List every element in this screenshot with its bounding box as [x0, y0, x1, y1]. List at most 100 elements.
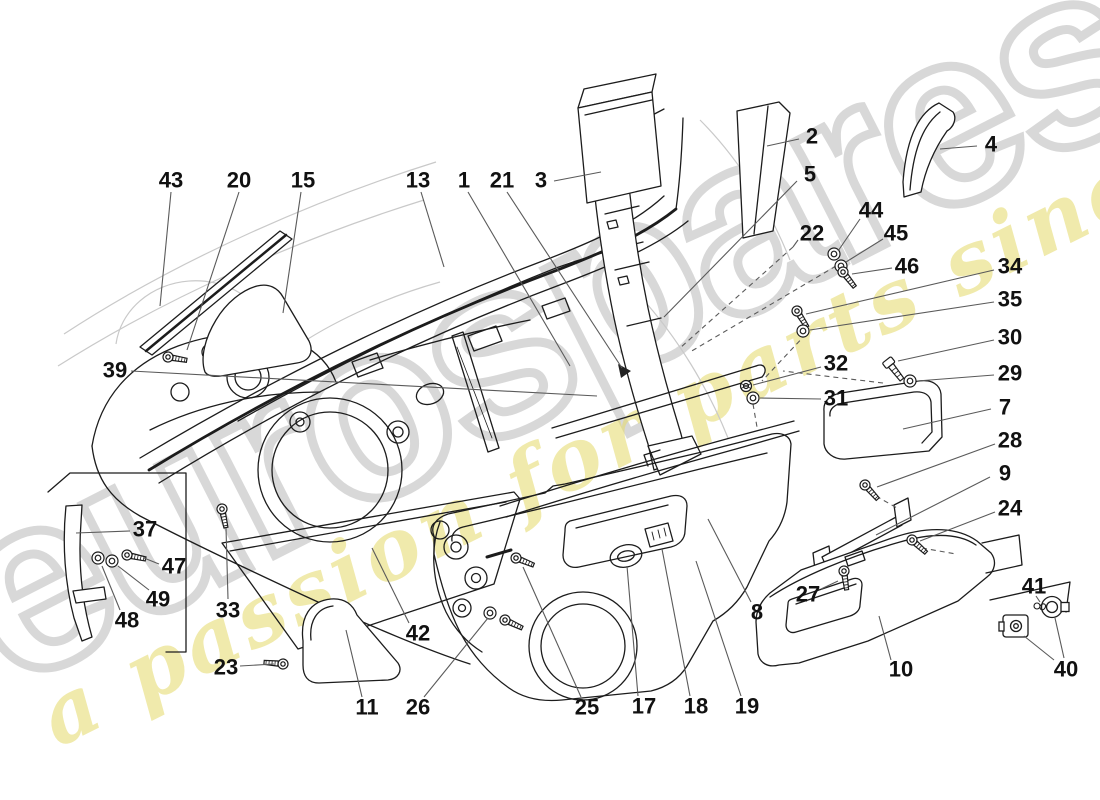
- part-label-39: 39: [103, 358, 127, 383]
- leader-line-2: [766, 138, 800, 147]
- part-label-45: 45: [884, 221, 908, 246]
- leader-line-19: [695, 560, 742, 697]
- leader-line-32: [752, 366, 822, 386]
- part-triangle-trim-11: [301, 598, 401, 684]
- part-label-46: 46: [895, 254, 919, 279]
- part-window-guide-rail-37: [63, 504, 107, 642]
- dashed-link-2: [761, 333, 807, 382]
- part-label-20: 20: [227, 168, 251, 193]
- leader-line-40: [1054, 617, 1065, 659]
- leader-line-4: [939, 145, 978, 150]
- part-a-pillar-strip-43: [139, 230, 293, 356]
- fastener-screw-part-28: [857, 477, 883, 504]
- leader-line-49: [117, 565, 150, 591]
- leader-lines-layer: [75, 138, 1065, 698]
- fastener-nut-part-32: [739, 379, 753, 393]
- fastener-washer-part-35: [796, 324, 810, 338]
- part-label-37: 37: [133, 517, 157, 542]
- dashed-link-0: [679, 246, 794, 349]
- part-seal-pad-3: [577, 73, 662, 204]
- leader-line-41: [1035, 595, 1041, 603]
- part-label-30: 30: [998, 325, 1022, 350]
- part-label-32: 32: [824, 351, 848, 376]
- leader-line-9: [875, 476, 991, 536]
- part-label-31: 31: [824, 386, 848, 411]
- part-label-9: 9: [999, 461, 1011, 486]
- part-door-pocket-7: [823, 379, 943, 460]
- fastener-washer-part-29: [903, 374, 917, 388]
- leader-line-24: [919, 511, 996, 542]
- leader-line-48: [101, 565, 121, 611]
- leader-line-8: [707, 518, 752, 603]
- leader-line-20: [186, 191, 240, 351]
- leader-line-37: [75, 530, 131, 534]
- leader-line-22: [792, 239, 799, 248]
- leader-line-45: [845, 238, 884, 263]
- part-label-13: 13: [406, 168, 430, 193]
- part-label-18: 18: [684, 694, 708, 719]
- part-label-8: 8: [751, 600, 763, 625]
- leader-line-42: [371, 547, 410, 624]
- leader-line-47: [143, 557, 160, 565]
- fastener-screw-part-26: [497, 612, 525, 634]
- leader-line-10: [878, 615, 892, 661]
- fastener-washer-part-49: [105, 554, 119, 568]
- leader-line-7: [902, 408, 992, 430]
- leader-line-3: [553, 171, 602, 182]
- leader-line-39: [130, 370, 598, 397]
- part-pillar-trim-4: [902, 102, 956, 198]
- part-label-2: 2: [806, 124, 818, 149]
- leader-line-21: [506, 191, 623, 369]
- part-label-42: 42: [406, 621, 430, 646]
- dashed-link-1: [689, 265, 837, 353]
- part-label-34: 34: [998, 254, 1023, 279]
- leader-line-27: [820, 580, 839, 590]
- leader-line-18: [661, 548, 691, 697]
- part-label-24: 24: [998, 496, 1023, 521]
- leader-line-17: [626, 565, 639, 697]
- part-label-7: 7: [999, 395, 1011, 420]
- leader-line-33: [225, 527, 229, 600]
- part-label-33: 33: [216, 598, 240, 623]
- part-label-25: 25: [575, 695, 599, 720]
- part-label-29: 29: [998, 361, 1022, 386]
- leader-line-44: [837, 218, 861, 252]
- leader-line-40: [1023, 635, 1055, 661]
- part-label-17: 17: [632, 694, 656, 719]
- leader-line-31: [759, 397, 822, 400]
- part-label-21: 21: [490, 168, 514, 193]
- leader-line-29: [916, 374, 995, 382]
- fastener-screw-part-25: [508, 550, 537, 571]
- part-label-19: 19: [735, 694, 759, 719]
- part-label-1: 1: [458, 168, 470, 193]
- part-label-40: 40: [1054, 657, 1078, 682]
- leader-line-5: [663, 180, 798, 318]
- leader-line-30: [897, 339, 995, 362]
- fastener-clip-square-part-40: [998, 614, 1029, 638]
- part-label-28: 28: [998, 428, 1022, 453]
- part-window-slot-strips: [499, 364, 800, 518]
- part-label-11: 11: [355, 695, 378, 720]
- part-b-pillar-trim-2: [736, 101, 791, 239]
- part-label-5: 5: [804, 162, 816, 187]
- leader-line-13: [420, 191, 445, 268]
- part-label-49: 49: [146, 587, 170, 612]
- part-label-22: 22: [800, 221, 824, 246]
- fastener-washer-part-48: [91, 551, 105, 565]
- leader-line-46: [851, 267, 893, 275]
- leader-line-35: [809, 301, 995, 331]
- fastener-washer-part-31: [746, 391, 760, 405]
- part-label-48: 48: [115, 608, 139, 633]
- leader-line-28: [876, 443, 996, 488]
- part-label-47: 47: [162, 554, 186, 579]
- part-label-23: 23: [214, 655, 238, 680]
- part-label-10: 10: [889, 657, 913, 682]
- part-label-15: 15: [291, 168, 315, 193]
- part-door-trim-panel: [430, 432, 792, 702]
- leader-line-15: [282, 191, 302, 314]
- dashed-link-3: [752, 403, 758, 428]
- part-label-27: 27: [796, 582, 820, 607]
- part-label-44: 44: [859, 198, 884, 223]
